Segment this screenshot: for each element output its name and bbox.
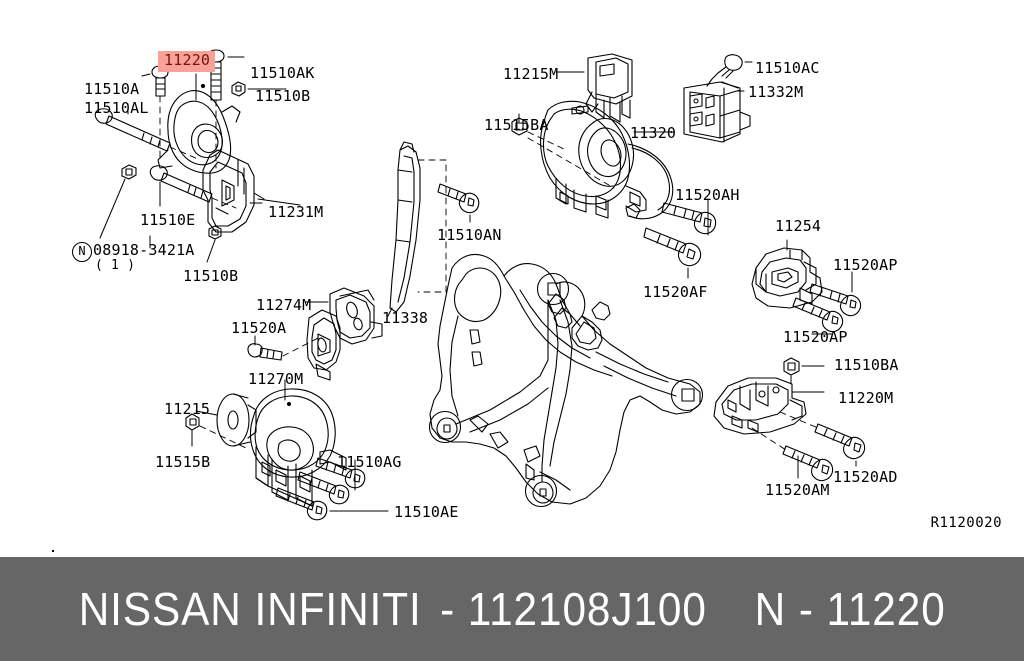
diagram-reference-code: R1120020: [930, 515, 1002, 531]
part-callout-11510ac: 11510AC: [755, 59, 820, 77]
footer-section-code: N - 11220: [754, 583, 946, 635]
part-callout-11254: 11254: [775, 217, 822, 235]
part-callout-11510ak: 11510AK: [250, 64, 315, 82]
part-callout-11510b: 11510B: [183, 267, 239, 285]
part-callout-11520ah: 11520AH: [675, 186, 740, 204]
part-callout-11510ag: 11510AG: [337, 453, 402, 471]
part-callout-11520am: 11520AM: [765, 481, 830, 499]
part-callout-11270m: 11270M: [248, 370, 304, 388]
footer-part-number: - 112108J100: [439, 583, 707, 635]
part-callout-11220m: 11220M: [838, 389, 894, 407]
part-callout-11510b: 11510B: [255, 87, 311, 105]
part-callout-11338: 11338: [382, 309, 429, 327]
footer-brand-label: NISSAN INFINITI: [78, 583, 422, 635]
part-callout-11515b: 11515B: [155, 453, 211, 471]
part-callout-11515ba: 11515BA: [484, 116, 549, 134]
footer-caption: NISSAN INFINITI - 112108J100 N - 11220: [79, 582, 946, 636]
part-callout-11320: 11320: [630, 124, 677, 142]
part-callout-11510ae: 11510AE: [394, 503, 459, 521]
part-callout-11510an: 11510AN: [437, 226, 502, 244]
part-callout-11520ad: 11520AD: [833, 468, 898, 486]
part-callout-11510e: 11510E: [140, 211, 196, 229]
part-callout-11510al: 11510AL: [84, 99, 149, 117]
part-callout-11520ap: 11520AP: [783, 328, 848, 346]
part-callout-11510ba: 11510BA: [834, 356, 899, 374]
part-callout-11520ap: 11520AP: [833, 256, 898, 274]
part-callout-11220: 11220: [158, 51, 216, 72]
note-part-number: 08918-3421A: [93, 241, 195, 259]
footer-banner: NISSAN INFINITI - 112108J100 N - 11220: [0, 557, 1024, 661]
part-callout-11274m: 11274M: [256, 296, 312, 314]
note-quantity: ( 1 ): [95, 258, 136, 273]
part-callout-11332m: 11332M: [748, 83, 804, 101]
part-callout-11215m: 11215M: [503, 65, 559, 83]
part-callout-11231m: 11231M: [268, 203, 324, 221]
image-speck-artifact: [52, 550, 54, 552]
part-callout-11215: 11215: [164, 400, 211, 418]
note-symbol-n: N: [72, 242, 92, 262]
part-callout-11520af: 11520AF: [643, 283, 708, 301]
part-callout-11520a: 11520A: [231, 319, 287, 337]
part-callout-11510a: 11510A: [84, 80, 140, 98]
diagram-linework: [94, 49, 866, 521]
